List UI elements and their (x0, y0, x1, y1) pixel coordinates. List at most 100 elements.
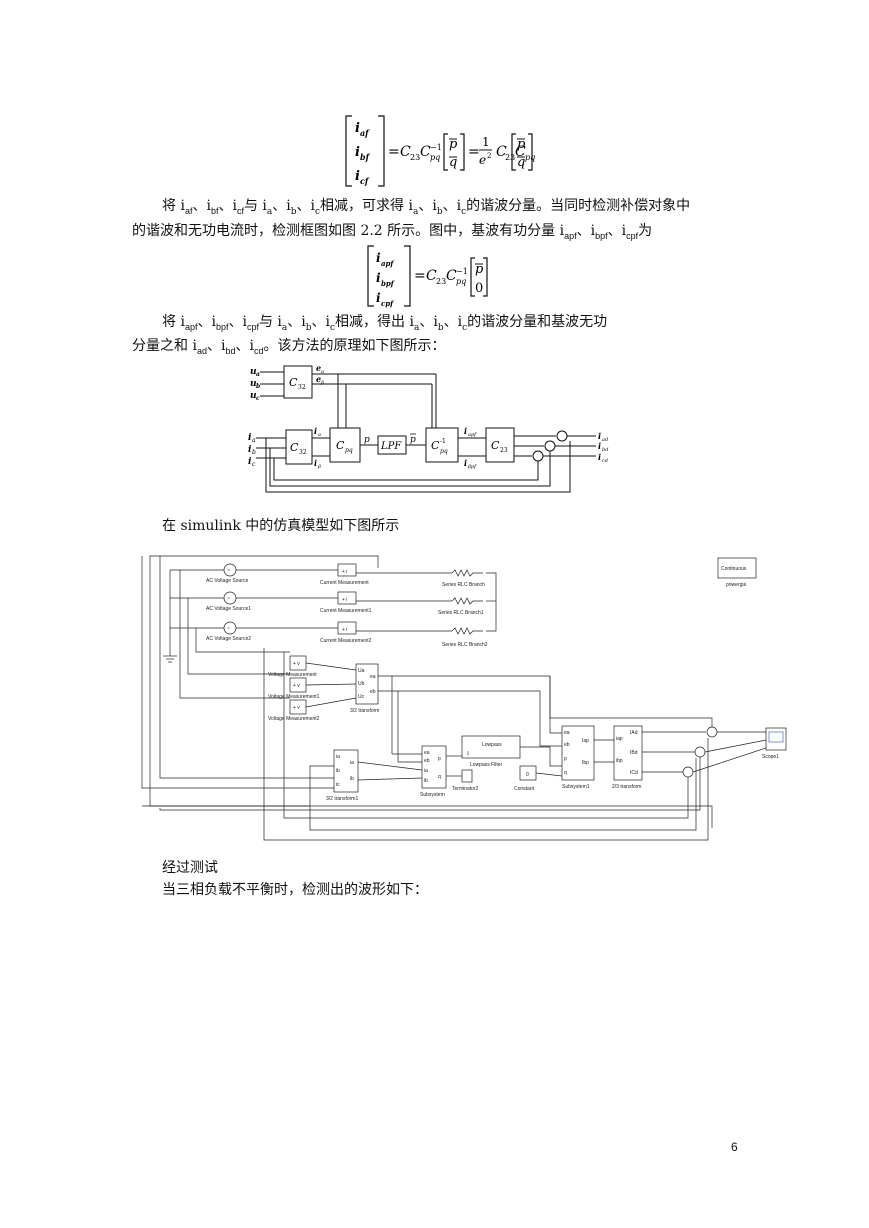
svg-text:=: = (468, 144, 480, 160)
voltage-measurement-1[interactable]: + v Voltage Measurement1 (268, 677, 320, 700)
svg-text:=: = (414, 268, 426, 284)
text: 、i (442, 198, 462, 214)
svg-text:pq: pq (430, 153, 440, 162)
text: 、i (443, 314, 463, 330)
svg-text:pq: pq (525, 153, 535, 162)
paragraph-1-line-1: 将 iaf、ibf、icf与 ia、ib、ic相减，可求得 ia、ib、ic的谐… (162, 196, 690, 222)
ac-voltage-source[interactable]: ~ AC Voltage Source (206, 563, 248, 584)
svg-text:IAd: IAd (630, 730, 638, 736)
svg-text:q: q (449, 155, 457, 170)
label-c32: C (289, 376, 298, 389)
terminator[interactable]: Terminator2 (452, 769, 479, 792)
svg-text:C: C (400, 144, 411, 160)
svg-text:ea: ea (370, 674, 376, 680)
label-c23: C (491, 439, 500, 452)
lowpass-filter[interactable]: Lowpass ⇩ Lowpass Filter (461, 735, 521, 768)
sub-b: b (305, 322, 312, 333)
sub-cf: cf (236, 205, 244, 216)
label-ub: u (250, 379, 257, 389)
svg-text:ic: ic (336, 782, 340, 788)
ac-voltage-source-2[interactable]: ~ AC Voltage Source2 (206, 621, 251, 642)
series-rlc-branch[interactable]: Series RLC Branch (442, 569, 485, 588)
current-measurement-2[interactable]: + i Current Measurement2 (320, 621, 372, 644)
svg-text:Ub: Ub (358, 681, 365, 687)
text: 、i (418, 198, 437, 214)
text: 相减，可求得 i (320, 198, 413, 214)
label-ua: u (250, 367, 257, 377)
sub-bpf: bpf (215, 321, 229, 332)
svg-text:ibp: ibp (616, 758, 623, 764)
series-rlc-branch-2[interactable]: Series RLC Branch2 (442, 627, 488, 648)
svg-text:β: β (317, 464, 321, 470)
powergui-block[interactable]: Continuous powergui (717, 557, 757, 588)
powergui-top: Continuous (721, 566, 747, 572)
simulink-intro: 在 simulink 中的仿真模型如下图所示 (162, 518, 400, 534)
sub-a: a (412, 206, 419, 217)
label-c32-lower: C (290, 441, 299, 454)
voltage-measurement[interactable]: + v Voltage Measurement (268, 655, 317, 678)
text: 与 i (258, 314, 282, 330)
sub-cpf: cpf (626, 230, 639, 241)
lowpass-label: Lowpass Filter (470, 762, 503, 768)
text: 分量之和 i (132, 338, 197, 354)
svg-text:a: a (321, 369, 324, 375)
ac-voltage-source-1[interactable]: ~ AC Voltage Source1 (206, 591, 251, 612)
label-uc: u (250, 391, 257, 401)
constant-value: 0 (526, 772, 529, 778)
voltage-label-2: Voltage Measurement2 (268, 716, 320, 722)
current-label-1: Current Measurement1 (320, 608, 372, 614)
svg-text:b: b (256, 383, 260, 390)
svg-text:af: af (360, 128, 370, 138)
sub-a: a (413, 322, 420, 333)
text: 、i (607, 223, 627, 239)
svg-text:+ i: + i (342, 597, 347, 603)
text: 、i (576, 223, 596, 239)
svg-text:apf: apf (381, 259, 395, 268)
scope-block[interactable]: Scope1 (762, 727, 787, 760)
text: 的谐波分量。当同时检测补偿对象中 (466, 198, 691, 214)
subsystem1-label: Subsystem1 (562, 784, 590, 790)
svg-text:e: e (479, 153, 486, 167)
c32-block-top (283, 365, 313, 399)
voltage-measurement-2[interactable]: + v Voltage Measurement2 (268, 699, 320, 722)
svg-text:cd: cd (602, 458, 608, 464)
svg-text:+ i: + i (342, 569, 347, 575)
svg-text:23: 23 (505, 153, 515, 162)
sub-c: c (315, 206, 321, 217)
sub-apf: apf (564, 230, 577, 241)
voltage-label-1: Voltage Measurement1 (268, 694, 320, 700)
text: 、i (197, 314, 216, 330)
powergui-label: powergui (726, 582, 746, 588)
paragraph-2-line-1: 将 iapf、ibpf、icpf与 ia、ib、ic相减，得出 ia、ib、ic… (162, 312, 607, 338)
svg-text:~: ~ (227, 626, 230, 632)
sub: 32 (299, 449, 307, 456)
svg-text:i: i (376, 271, 381, 285)
subsystem-label: Subsystem (420, 792, 445, 798)
svg-text:ib: ib (336, 768, 340, 774)
series-rlc-branch-1[interactable]: Series RLC Branch1 (438, 597, 484, 616)
label-lpf: LPF (380, 441, 402, 452)
label-icd: i (598, 452, 601, 462)
text: 为 (638, 223, 653, 239)
text: 、i (218, 198, 237, 214)
svg-text:p: p (517, 137, 526, 152)
svg-text:c: c (256, 395, 260, 402)
svg-text:Iap: Iap (582, 738, 589, 744)
current-measurement[interactable]: + i Current Measurement (320, 563, 369, 586)
rlc-label-1: Series RLC Branch1 (438, 610, 484, 616)
constant-block[interactable]: 0 Constant (514, 765, 537, 792)
text: 、i (235, 338, 254, 354)
current-label-2: Current Measurement2 (320, 638, 372, 644)
svg-text:i: i (355, 169, 360, 184)
svg-text:+ i: + i (342, 627, 347, 633)
sub: 32 (298, 384, 306, 391)
text: 、i (419, 314, 438, 330)
label-ia: i (248, 433, 252, 443)
label-ibeta: i (314, 458, 317, 468)
current-measurement-1[interactable]: + i Current Measurement1 (320, 591, 372, 614)
